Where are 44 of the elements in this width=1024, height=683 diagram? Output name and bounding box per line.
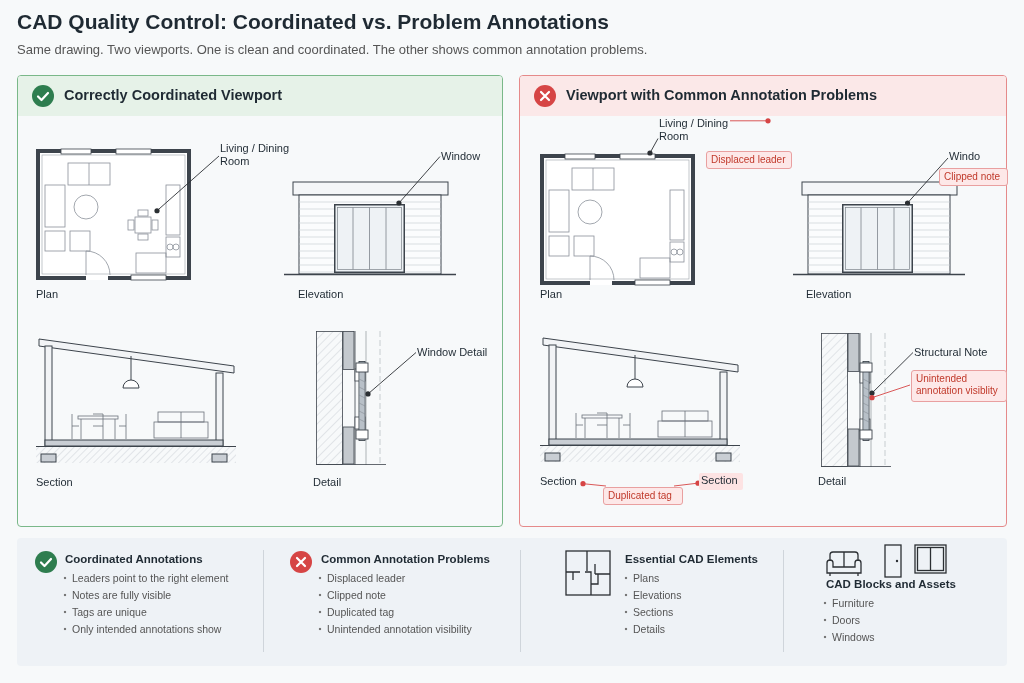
callout-label: Living / Dining Room bbox=[220, 142, 295, 172]
bullet-item: Elevations bbox=[623, 589, 682, 601]
bullet-item: Leaders point to the right element bbox=[62, 572, 229, 584]
callout-label: Window Detail bbox=[417, 346, 489, 361]
view-title: Section bbox=[36, 476, 73, 488]
view-title: Plan bbox=[540, 288, 563, 300]
bullet-item: Sections bbox=[623, 606, 674, 618]
callout-label: Window bbox=[441, 150, 486, 165]
panel-title: Correctly Coordinated Viewport bbox=[64, 87, 283, 103]
error-tag: Displaced leader bbox=[706, 151, 792, 169]
bullet-item: Displaced leader bbox=[317, 572, 406, 584]
view-title: Detail bbox=[818, 475, 847, 487]
bullet-item: Unintended annotation visibility bbox=[317, 623, 472, 635]
panel-title: Viewport with Common Annotation Problems bbox=[566, 87, 877, 103]
error-tag: Duplicated tag bbox=[603, 487, 683, 505]
bullet-item: Furniture bbox=[822, 597, 874, 609]
bullet-item: Plans bbox=[623, 572, 660, 584]
bullet-item: Windows bbox=[822, 631, 875, 643]
view-title: Plan bbox=[36, 288, 59, 300]
view-title: Section bbox=[540, 475, 584, 490]
section-heading: Essential CAD Elements bbox=[625, 553, 758, 565]
callout-label: Living / Dining Room bbox=[659, 117, 731, 147]
error-tag: Unintended annotation visiblity bbox=[911, 370, 1007, 402]
highlighted-view-title: Section bbox=[699, 473, 743, 490]
section-heading: Common Annotation Problems bbox=[321, 553, 490, 565]
view-title: Detail bbox=[313, 476, 342, 488]
section-heading: CAD Blocks and Assets bbox=[826, 578, 956, 590]
bullet-item: Only intended annotations show bbox=[62, 623, 222, 635]
bullet-item: Doors bbox=[822, 614, 860, 626]
clipped-callout-label: Windo bbox=[949, 150, 985, 165]
view-title: Elevation bbox=[298, 288, 344, 300]
bullet-item: Duplicated tag bbox=[317, 606, 395, 618]
viewport-panel bbox=[17, 75, 503, 527]
bullet-item: Notes are fully visible bbox=[62, 589, 172, 601]
viewport-panel bbox=[519, 75, 1007, 527]
view-title: Elevation bbox=[806, 288, 852, 300]
bullet-item: Tags are unique bbox=[62, 606, 147, 618]
error-tag: Clipped note bbox=[939, 168, 1008, 186]
subtitle: Same drawing. Two viewports. One is clean and coordinated. The other shows common annotation problems. bbox=[17, 42, 648, 57]
section-heading: Coordinated Annotations bbox=[65, 553, 203, 565]
bullet-item: Details bbox=[623, 623, 666, 635]
page-title: CAD Quality Control: Coordinated vs. Problem Annotations bbox=[17, 10, 609, 34]
callout-label: Structural Note bbox=[914, 346, 998, 361]
bullet-item: Clipped note bbox=[317, 589, 386, 601]
